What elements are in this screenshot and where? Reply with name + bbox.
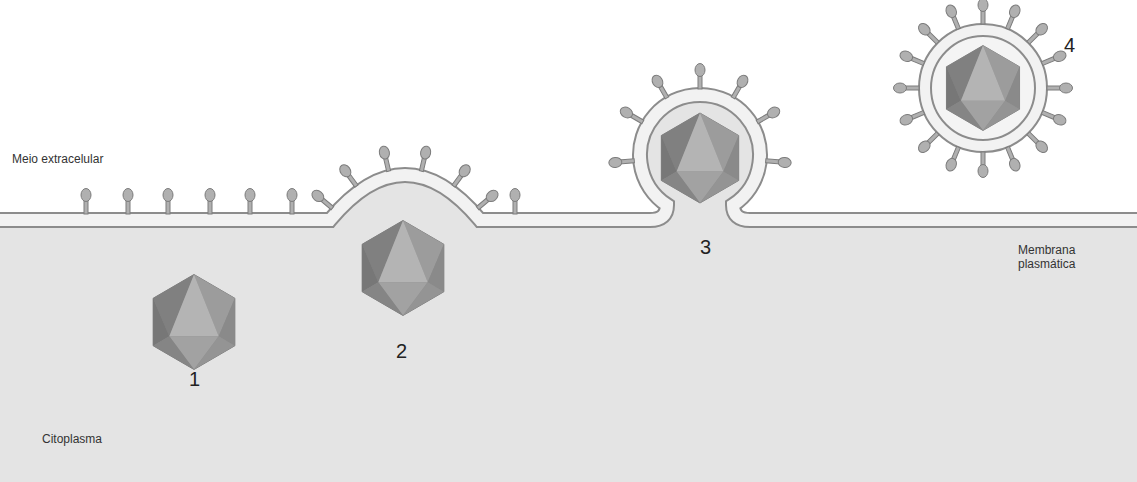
region-label: Citoplasma xyxy=(42,432,102,446)
callout-number: 3 xyxy=(700,236,711,258)
callout-number: 4 xyxy=(1064,34,1075,56)
region-label: Meio extracelular xyxy=(12,152,103,166)
callout-number: 2 xyxy=(396,340,407,362)
membrane-label: Membrana plasmática xyxy=(1018,243,1098,271)
callout-number: 1 xyxy=(189,368,200,390)
